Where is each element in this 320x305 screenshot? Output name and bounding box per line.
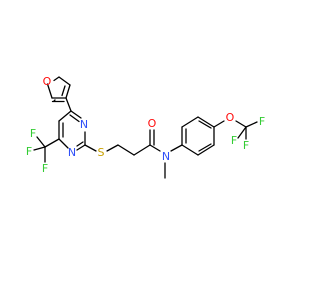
- atom-fluorine-right-2: F: [243, 139, 249, 152]
- atom-fluorine-right-1: F: [259, 115, 265, 128]
- bond-pyr-c4-c5: [58, 110, 72, 122]
- bond-ch2-ch2: [117, 144, 135, 156]
- bond-furan-c2-o: [53, 76, 60, 82]
- atom-amide-nitrogen: N: [162, 150, 170, 163]
- atom-pyrimidine-nitrogen-upper: N: [80, 118, 88, 131]
- atom-amide-oxygen: O: [148, 117, 157, 130]
- bond-ar-o: [213, 120, 225, 128]
- bond-furan-c5-double: [53, 99, 56, 102]
- molecule-structure-diagram: O N N S O N O F F F F F F: [26, 75, 265, 179]
- bond-o-cf3: [235, 120, 247, 128]
- bond-s-ch2: [106, 144, 119, 152]
- bond-ar-4-double: [198, 120, 212, 129]
- bond-co-n: [149, 144, 161, 152]
- bond-ar-5: [181, 116, 199, 128]
- atom-fluorine-left-2: F: [26, 145, 32, 158]
- bond-furan-c4-c3: [65, 84, 71, 99]
- bond-ch2-co: [133, 144, 151, 156]
- bond-pyr-n1-c2: [76, 144, 86, 151]
- bond-pyr-n1-c2-double: [76, 141, 84, 147]
- bond-furan-o-c5: [46, 83, 53, 99]
- bond-lines: [33, 76, 258, 179]
- atom-fluorine-right-3: F: [231, 134, 237, 147]
- bond-pyr-cf3: [44, 138, 60, 148]
- bond-ar-4: [197, 116, 215, 128]
- bond-furan-c4-c3-double: [61, 85, 66, 97]
- bond-ar-1: [181, 144, 199, 156]
- bond-n-aryl: [170, 144, 183, 152]
- atom-sulfur: S: [98, 146, 105, 159]
- atom-pyrimidine-nitrogen-lower: N: [68, 146, 76, 159]
- molecule-svg: O N N S O N O F F F F F F: [26, 75, 265, 179]
- bond-cf3-f2: [33, 146, 46, 151]
- bond-ar-2-double: [198, 143, 212, 152]
- bond-pyr-c6-n1: [58, 138, 69, 149]
- atom-furan-oxygen: O: [43, 75, 52, 88]
- bond-ocf3-f1: [245, 121, 258, 128]
- bond-ar-2: [197, 144, 215, 156]
- bond-furan-c3-c2: [58, 76, 71, 86]
- bond-ocf3-f3: [237, 126, 247, 139]
- bond-cf3-f1: [36, 136, 46, 148]
- atom-labels: O N N S O N O F F F F F F: [26, 75, 265, 175]
- bond-pyr-n3-c4-double: [69, 114, 80, 123]
- bond-furan-pyrimidine: [65, 97, 72, 112]
- atom-fluorine-left-1: F: [30, 127, 36, 140]
- bond-pyr-n3-c4: [70, 110, 82, 119]
- atom-fluorine-left-3: F: [42, 162, 48, 175]
- atom-ether-oxygen: O: [226, 111, 235, 124]
- bond-pyr-s: [84, 144, 97, 152]
